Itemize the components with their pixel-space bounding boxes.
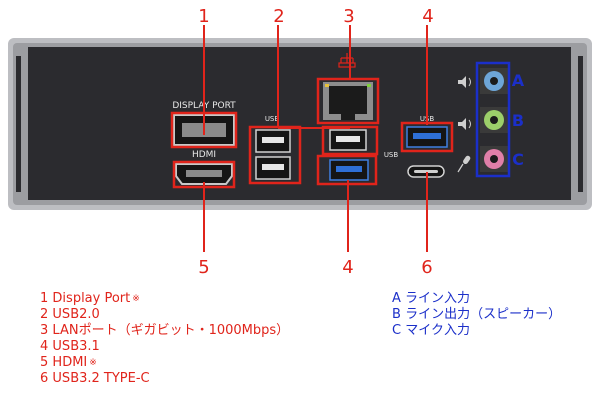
legend-text: USB2.0: [52, 307, 100, 322]
label-usb-left: USB: [265, 115, 280, 123]
label-hdmi: HDMI: [192, 150, 216, 160]
legend-item: 6 USB3.2 TYPE-C: [40, 371, 289, 387]
legend-text: ライン入力: [405, 291, 471, 306]
legend-item: 1 Display Port※: [40, 291, 289, 307]
legend-text: HDMI: [52, 355, 88, 370]
usb31-port-mid-lower: [329, 159, 369, 181]
callout-number-6: 6: [421, 257, 432, 278]
legend-text: ライン出力（スピーカー）: [405, 307, 562, 322]
legend-num: 1: [40, 291, 49, 306]
legend-num: 3: [40, 323, 49, 338]
legend-num: 6: [40, 371, 49, 386]
legend-num: 2: [40, 307, 49, 322]
audio-highlight-box: [475, 61, 511, 178]
plate-slot-left: [16, 56, 21, 192]
hdmi-connector: [175, 163, 233, 185]
callout-number-5: 5: [198, 257, 209, 278]
usb2-port-mid-upper: [329, 129, 367, 151]
label-usb-mid: USB: [384, 151, 399, 159]
audio-jack-line-in: [480, 68, 508, 94]
legend-text: USB3.2 TYPE-C: [52, 371, 150, 386]
audio-letter-b: B: [512, 111, 524, 130]
callout-number-2: 2: [273, 6, 284, 27]
callout-number-4-top: 4: [422, 6, 433, 27]
legend-text: LANポート（ギガビット・1000Mbps）: [52, 323, 290, 338]
usb31-port-right: [406, 126, 448, 148]
legend-item: B ライン出力（スピーカー）: [392, 307, 561, 323]
legend-item: 3 LANポート（ギガビット・1000Mbps）: [40, 323, 289, 339]
lan-network-icon: [338, 53, 356, 68]
legend-note: ※: [89, 358, 97, 368]
legend-num: 5: [40, 355, 49, 370]
legend-item: 4 USB3.1: [40, 339, 289, 355]
legend-letter: A: [392, 291, 401, 306]
speaker-icon: [458, 76, 471, 88]
legend-text: USB3.1: [52, 339, 100, 354]
highlight-lan: [316, 77, 380, 125]
lan-port-connector: [323, 82, 373, 120]
legend-letter: B: [392, 307, 401, 322]
legend-text: Display Port: [52, 291, 131, 306]
audio-jack-line-out: [480, 107, 508, 133]
audio-letter-a: A: [512, 71, 525, 90]
callout-number-1: 1: [198, 6, 209, 27]
legend-note: ※: [132, 294, 140, 304]
legend-item: 2 USB2.0: [40, 307, 289, 323]
microphone-icon: [457, 155, 471, 173]
legend-item: 5 HDMI※: [40, 355, 289, 371]
legend-letter: C: [392, 323, 402, 338]
legend-item: A ライン入力: [392, 291, 561, 307]
plate-slot-right: [578, 56, 583, 192]
legend-num: 4: [40, 339, 49, 354]
audio-jack-mic: [480, 146, 508, 172]
legend-audio: A ライン入力 B ライン出力（スピーカー） C マイク入力: [392, 291, 561, 339]
usb-type-c-port: [407, 165, 445, 178]
audio-letter-c: C: [512, 150, 524, 169]
callout-number-3: 3: [343, 6, 354, 27]
legend-ports: 1 Display Port※ 2 USB2.0 3 LANポート（ギガビット・…: [40, 291, 289, 387]
legend-text: マイク入力: [405, 323, 470, 338]
speaker-icon: [458, 118, 471, 130]
usb2-port-upper: [255, 129, 291, 153]
usb2-port-lower: [255, 156, 291, 180]
callout-number-4-bottom: 4: [342, 257, 353, 278]
highlight-usb2-left: [248, 125, 302, 185]
legend-item: C マイク入力: [392, 323, 561, 339]
